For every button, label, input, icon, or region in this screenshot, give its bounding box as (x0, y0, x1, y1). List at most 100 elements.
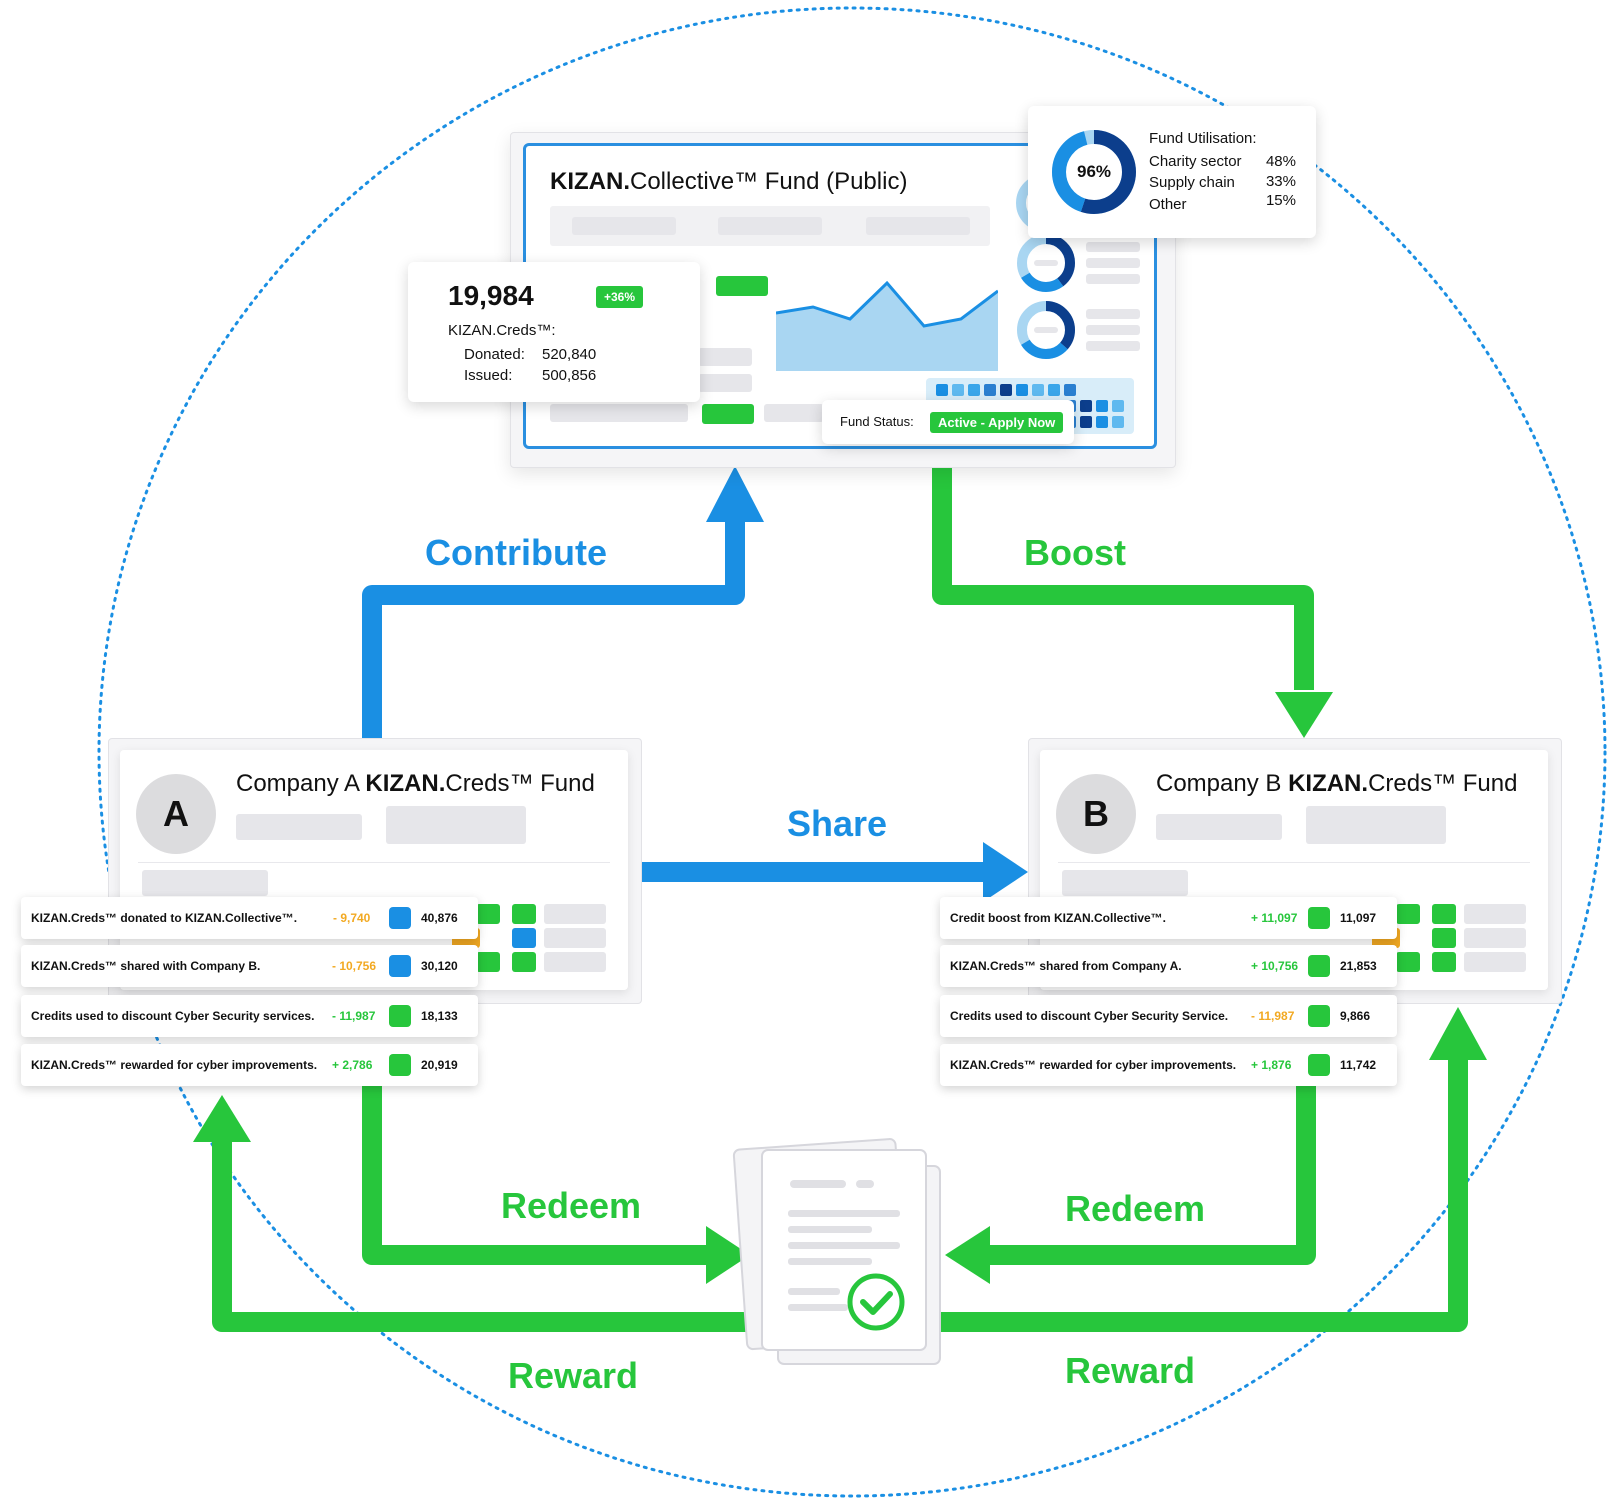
transaction-icon (1308, 955, 1330, 977)
transaction-icon (389, 1005, 411, 1027)
transaction-row: Credit boost from KIZAN.Collective™. + 1… (940, 897, 1397, 939)
status-square (1432, 928, 1456, 948)
boost-arrow (932, 465, 1314, 690)
status-square (1396, 904, 1420, 924)
placeholder-line (1086, 325, 1140, 335)
status-square (1396, 952, 1420, 972)
status-square (476, 952, 500, 972)
transaction-balance: 11,097 (1340, 911, 1377, 925)
transaction-delta: + 1,876 (1251, 1058, 1292, 1072)
company-b-avatar: B (1056, 774, 1136, 854)
redeem-left-label: Redeem (501, 1185, 642, 1226)
reward-left-arrow-head (193, 1095, 251, 1142)
contribute-arrow-head (706, 466, 764, 522)
donated-value: 520,840 (542, 346, 597, 363)
heat-cell (1080, 400, 1092, 412)
heat-cell (1112, 416, 1124, 428)
utilisation-row-value: 33% (1265, 173, 1296, 190)
transaction-icon (389, 955, 411, 977)
transaction-icon (389, 907, 411, 929)
placeholder-bar (1062, 870, 1188, 896)
boost-label: Boost (1024, 532, 1126, 573)
heat-cell (1096, 400, 1108, 412)
placeholder-tab (572, 217, 676, 235)
transaction-balance: 20,919 (421, 1058, 458, 1072)
placeholder-bar (1306, 806, 1446, 844)
transaction-balance: 30,120 (421, 959, 458, 973)
transaction-balance: 40,876 (421, 911, 458, 925)
placeholder-bar (550, 404, 688, 422)
placeholder-line (1086, 274, 1140, 284)
utilisation-row-value: 48% (1265, 153, 1296, 170)
placeholder-bar (764, 404, 824, 422)
creds-stats-card: 19,984 +36% KIZAN.Creds™: Donated: 520,8… (408, 262, 700, 402)
redeem-right-label: Redeem (1065, 1188, 1206, 1229)
mini-donut-chart (1017, 301, 1075, 359)
share-label: Share (787, 803, 888, 844)
divider (1058, 862, 1530, 863)
transaction-balance: 18,133 (421, 1009, 458, 1023)
transaction-desc: Credits used to discount Cyber Security … (950, 1009, 1229, 1023)
status-square (1432, 952, 1456, 972)
transaction-delta: - 11,987 (332, 1009, 376, 1023)
reward-left-arrow (212, 1140, 760, 1332)
heat-cell (984, 384, 996, 396)
reward-right-arrow (940, 1058, 1468, 1332)
mini-donut-chart (1017, 234, 1075, 292)
transaction-delta: + 11,097 (1251, 911, 1298, 925)
heat-cell (952, 384, 964, 396)
placeholder-bar (1464, 904, 1526, 924)
transaction-delta: + 2,786 (332, 1058, 373, 1072)
reward-right-arrow-head (1429, 1007, 1487, 1060)
transaction-balance: 9,866 (1340, 1009, 1371, 1023)
placeholder-bar (1156, 814, 1282, 840)
utilisation-heading: Fund Utilisation: (1149, 130, 1257, 147)
transaction-icon (1308, 1005, 1330, 1027)
fund-utilisation-card: 96% Fund Utilisation: Charity sector Sup… (1028, 106, 1316, 238)
placeholder-bar (544, 952, 606, 972)
heat-cell (1032, 384, 1044, 396)
contribute-arrow (362, 520, 745, 740)
status-square (476, 904, 500, 924)
heat-cell (1016, 384, 1028, 396)
placeholder-bar (698, 374, 752, 392)
placeholder-bar (142, 870, 268, 896)
placeholder-line (1086, 242, 1140, 252)
transaction-row: KIZAN.Creds™ donated to KIZAN.Collective… (21, 897, 478, 939)
donated-label: Donated: (464, 346, 525, 363)
transaction-desc: KIZAN.Creds™ shared from Company A. (950, 959, 1182, 973)
placeholder-tab (866, 217, 970, 235)
transaction-delta: - 11,987 (1251, 1009, 1295, 1023)
placeholder-tab (718, 217, 822, 235)
fund-status-label: Fund Status: (840, 414, 914, 429)
transaction-row: KIZAN.Creds™ rewarded for cyber improvem… (940, 1044, 1397, 1086)
utilisation-row-value: 15% (1265, 192, 1296, 209)
green-pill (716, 276, 768, 296)
placeholder-bar (1464, 928, 1526, 948)
reward-left-label: Reward (508, 1355, 639, 1396)
fund-status-card: Fund Status: Active - Apply Now (822, 400, 1074, 444)
documents-check-icon (732, 1138, 941, 1365)
apply-now-button[interactable]: Active - Apply Now (930, 412, 1064, 433)
transaction-row: KIZAN.Creds™ shared with Company B. - 10… (21, 945, 478, 987)
placeholder-bar (544, 928, 606, 948)
boost-arrow-head (1275, 692, 1333, 738)
status-square (1432, 904, 1456, 924)
heat-cell (1064, 384, 1076, 396)
share-arrow-head (983, 842, 1028, 902)
company-a-title: Company A KIZAN.Creds™ Fund (236, 770, 595, 797)
status-square (512, 952, 536, 972)
company-b-title: Company B KIZAN.Creds™ Fund (1156, 770, 1518, 797)
heat-cell (1096, 416, 1108, 428)
green-pill (702, 404, 754, 424)
transaction-desc: KIZAN.Creds™ rewarded for cyber improvem… (31, 1058, 318, 1072)
redeem-right-arrow-head (945, 1226, 990, 1284)
issued-value: 500,856 (542, 367, 597, 384)
utilisation-row-label: Supply chain (1149, 174, 1235, 191)
collective-fund-title: KIZAN.Collective™ Fund (Public) (550, 168, 908, 195)
transaction-row: Credits used to discount Cyber Security … (940, 995, 1397, 1037)
utilisation-arc-blue (1052, 130, 1136, 214)
placeholder-bar (544, 904, 606, 924)
divider (138, 862, 610, 863)
